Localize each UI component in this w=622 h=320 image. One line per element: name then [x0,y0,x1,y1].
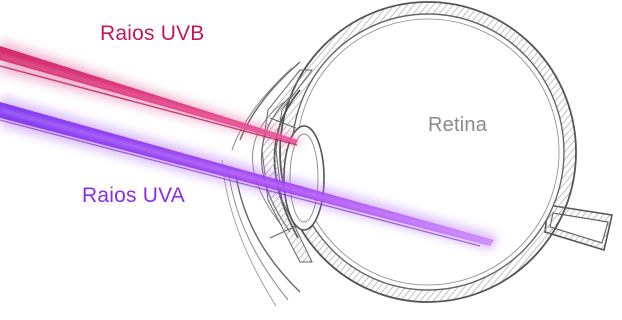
uvb-label: Raios UVB [100,22,205,46]
eyeball [280,2,576,302]
retina-label: Retina [428,114,487,137]
uva-label: Raios UVA [82,184,185,208]
